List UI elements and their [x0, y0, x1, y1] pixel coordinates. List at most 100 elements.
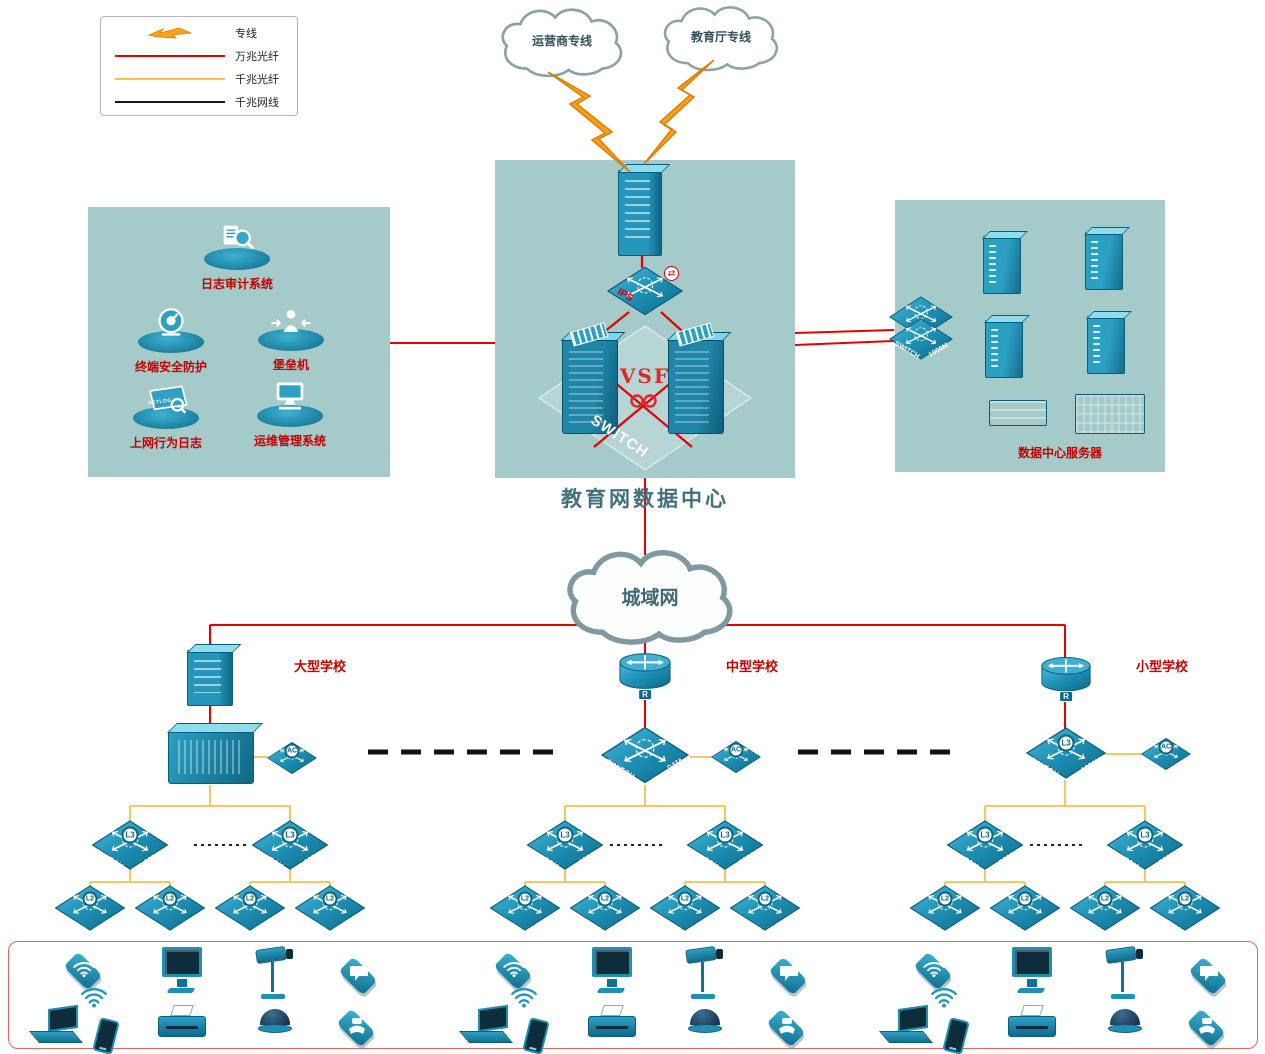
gauge-icon — [152, 307, 190, 339]
wifi-signal-icon — [928, 983, 960, 1009]
log-audit-label: 日志审计系统 — [200, 277, 273, 291]
large-school-wireless-ac[interactable]: AC — [267, 741, 317, 775]
large-school-label: 大型学校 — [293, 659, 346, 674]
l2-access-switch[interactable]: L2 SWITCH 1000M — [134, 885, 206, 934]
l3-aggregation-switch[interactable]: L3 SWITCH 1000M — [1106, 820, 1184, 871]
smartphone-icon[interactable] — [942, 1017, 970, 1054]
bastion-host-node[interactable]: 堡垒机 — [243, 307, 339, 373]
datacenter-title: 教育网数据中心 — [561, 486, 729, 511]
yellow-line-symbol — [115, 77, 225, 80]
l2-access-switch[interactable]: L2 SWITCH 1000M — [54, 885, 126, 934]
small-school-wireless-ac[interactable]: AC — [1141, 737, 1191, 771]
education-cloud-label: 教育厅专线 — [690, 30, 751, 44]
l2-access-switch[interactable]: L2 SWITCH 1000M — [1069, 885, 1141, 934]
ip-phone-icon[interactable] — [1180, 1005, 1234, 1049]
net-behavior-log-node[interactable]: NETLOG 上网行为日志 — [118, 383, 214, 451]
server-tower[interactable] — [983, 236, 1021, 294]
l2-access-switch[interactable]: L2 SWITCH 1000M — [649, 885, 721, 934]
core-switch-chassis-right[interactable] — [668, 322, 724, 434]
chat-terminal-icon[interactable] — [332, 953, 386, 997]
large-school-core-switch[interactable] — [168, 730, 254, 784]
l3-aggregation-switch[interactable]: L3 SWITCH 1000M — [946, 820, 1024, 871]
wifi-signal-icon — [508, 983, 540, 1009]
smartphone-icon[interactable] — [522, 1017, 550, 1054]
server-farm-switch[interactable]: SWITCH 1000M — [889, 296, 953, 366]
ptz-camera-icon[interactable] — [1102, 945, 1148, 999]
desktop-monitor-icon[interactable] — [588, 947, 636, 993]
legend-row-1g-fiber: 千兆光纤 — [111, 67, 287, 90]
l2-access-switch[interactable]: L2 SWITCH 1000M — [569, 885, 641, 934]
l2-access-switch[interactable]: L2 SWITCH 1000M — [729, 885, 801, 934]
l2-badge: L2 — [82, 891, 98, 907]
chassis-panel — [675, 351, 709, 425]
l2-access-switch[interactable]: L2 SWITCH 1000M — [909, 885, 981, 934]
man-cloud[interactable]: 城域网 — [535, 545, 765, 645]
l3-badge: L3 — [281, 826, 299, 844]
small-school-label: 小型学校 — [1135, 659, 1188, 674]
large-school-firewall[interactable] — [187, 650, 233, 706]
l3-aggregation-switch[interactable]: L3 SWITCH 1000M — [91, 820, 169, 871]
legend-label: 专线 — [235, 27, 257, 40]
carrier-line-cloud[interactable]: 运营商专线 — [483, 4, 641, 78]
desktop-monitor-icon[interactable] — [158, 947, 206, 993]
dome-camera-icon[interactable] — [258, 1009, 292, 1035]
l3-aggregation-switch[interactable]: L3 SWITCH 1000M — [526, 820, 604, 871]
laptop-icon[interactable] — [458, 1004, 516, 1045]
medium-school-core-switch[interactable]: SWITCH DATA CENTER — [601, 726, 689, 784]
medium-school-router[interactable]: R — [618, 650, 672, 700]
firewall-stripes — [625, 180, 650, 243]
firewall-stripes — [194, 660, 221, 693]
legend-row-dedicated: 专线 — [111, 21, 287, 44]
ip-phone-icon[interactable] — [330, 1005, 384, 1049]
printer-icon[interactable] — [1008, 1005, 1056, 1037]
server-tower[interactable] — [1085, 232, 1123, 290]
core-switch-chassis-left[interactable] — [562, 322, 618, 434]
server-tower[interactable] — [1087, 316, 1125, 374]
l3-badge: L3 — [556, 826, 574, 844]
ptz-camera-icon[interactable] — [252, 945, 298, 999]
l2-access-switch[interactable]: L2 SWITCH 1000M — [989, 885, 1061, 934]
carrier-cloud-label: 运营商专线 — [531, 34, 592, 48]
laptop-icon[interactable] — [878, 1004, 936, 1045]
server-tower[interactable] — [985, 320, 1023, 378]
l2-access-switch[interactable]: L2 SWITCH 1000M — [489, 885, 561, 934]
education-line-cloud[interactable]: 教育厅专线 — [642, 2, 800, 72]
l3-aggregation-switch[interactable]: L3 SWITCH 1000M — [251, 820, 329, 871]
l2-access-switch[interactable]: L2 SWITCH 1000M — [1149, 885, 1221, 934]
l2-badge: L2 — [517, 891, 533, 907]
medium-school-wireless-ac[interactable]: AC — [711, 740, 761, 774]
small-school-core-switch[interactable]: L3 SWITCH 1000M — [1026, 727, 1106, 779]
l3-aggregation-switch[interactable]: L3 SWITCH 1000M — [686, 820, 764, 871]
ops-management-node[interactable]: 运维管理系统 — [242, 381, 338, 449]
lightning-symbol — [111, 26, 229, 40]
l2-access-switch[interactable]: L2 SWITCH 1000M — [294, 885, 366, 934]
laptop-icon[interactable] — [28, 1004, 86, 1045]
log-audit-system-node[interactable]: 日志审计系统 — [189, 222, 285, 292]
core-firewall[interactable] — [618, 170, 662, 256]
ptz-camera-icon[interactable] — [682, 945, 728, 999]
switch-lower-deck — [889, 318, 953, 360]
l2-badge: L2 — [677, 891, 693, 907]
printer-icon[interactable] — [588, 1005, 636, 1037]
desktop-monitor-icon[interactable] — [1008, 947, 1056, 993]
chat-terminal-icon[interactable] — [762, 953, 816, 997]
printer-icon[interactable] — [158, 1005, 206, 1037]
l2-badge: L2 — [1097, 891, 1113, 907]
server-zone-title: 数据中心服务器 — [1017, 446, 1102, 460]
chat-terminal-icon[interactable] — [1182, 953, 1236, 997]
smartphone-icon[interactable] — [92, 1017, 120, 1054]
ips-device[interactable]: IPS ⇄ — [607, 266, 683, 316]
l2-badge: L2 — [937, 891, 953, 907]
vsf-link-icon — [630, 394, 657, 408]
dome-camera-icon[interactable] — [688, 1009, 722, 1035]
chassis-panel — [569, 351, 603, 425]
rack-server-large[interactable] — [1075, 394, 1145, 434]
l2-badge: L2 — [757, 891, 773, 907]
terminal-security-node[interactable]: 终端安全防护 — [123, 307, 219, 375]
ip-phone-icon[interactable] — [760, 1005, 814, 1049]
rack-server-small[interactable] — [989, 400, 1047, 426]
small-school-router[interactable]: R — [1040, 654, 1092, 702]
dome-camera-icon[interactable] — [1108, 1009, 1142, 1035]
l2-access-switch[interactable]: L2 SWITCH 1000M — [214, 885, 286, 934]
legend-label: 千兆网线 — [235, 96, 279, 109]
